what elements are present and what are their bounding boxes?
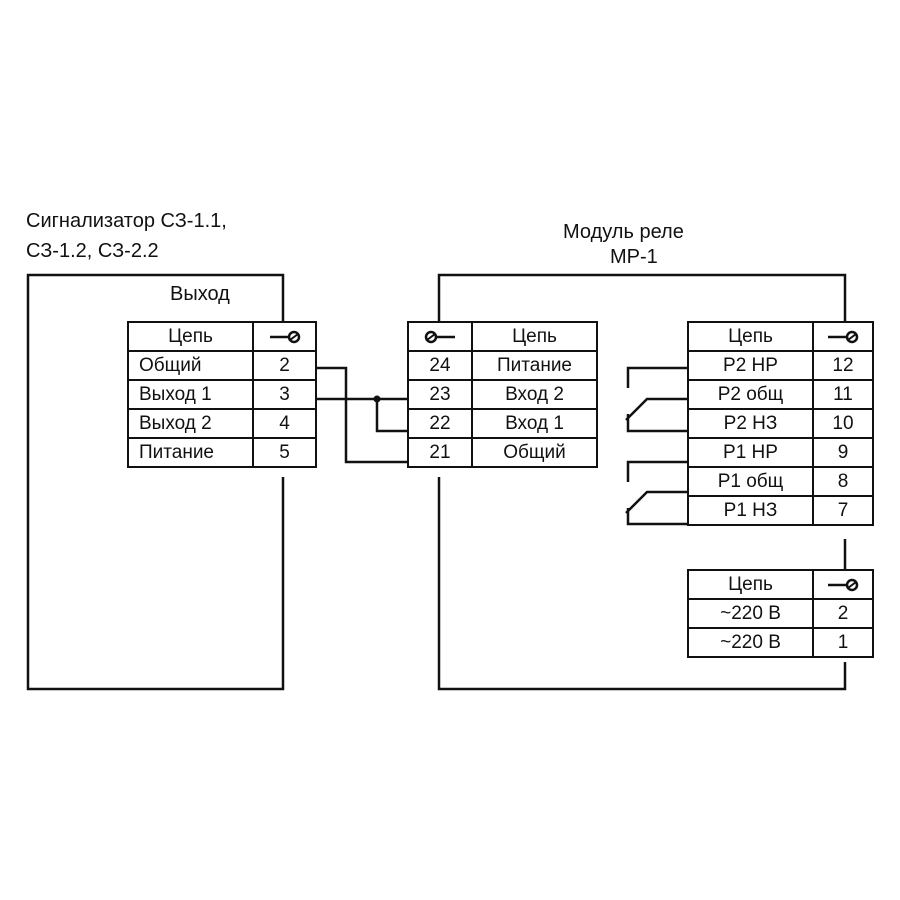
table-row: Р2 общ 11 [687,379,874,410]
signalizer-title-line1: Сигнализатор СЗ-1.1, [26,210,227,232]
relay-input-terminal-table: Цепь 24 Питание 23 Вход 2 22 Вход 1 21 О… [407,321,598,468]
relay1-nc-contact [626,508,688,526]
relay-module-title-line2: МР-1 [610,246,658,268]
table-row: ~220 В 2 [687,598,874,629]
signalizer-output-label: Выход [170,283,230,305]
terminal-number: 11 [812,379,874,410]
terminal-number: 4 [252,408,317,439]
table-row: Выход 1 3 [127,379,317,410]
table-row: 24 Питание [407,350,598,381]
relay1-no-contact [626,460,688,482]
header-circuit: Цепь [127,321,254,352]
circuit-name: Р2 НР [687,350,814,381]
terminal-number: 12 [812,350,874,381]
circuit-name: Питание [127,437,254,468]
circuit-name: Р1 общ [687,466,814,497]
table-row: Р2 НР 12 [687,350,874,381]
circuit-name: Вход 1 [471,408,598,439]
power-terminal-table: Цепь ~220 В 2 ~220 В 1 [687,569,874,658]
terminal-screw-icon [828,578,859,592]
terminal-number: 10 [812,408,874,439]
terminal-number: 9 [812,437,874,468]
terminal-screw-icon [424,330,455,344]
header-terminal [252,321,317,352]
relay2-no-contact [626,366,688,388]
circuit-name: Выход 2 [127,408,254,439]
terminal-number: 21 [407,437,473,468]
circuit-name: Выход 1 [127,379,254,410]
relay-contacts-terminal-table: Цепь Р2 НР 12 Р2 общ 11 Р2 НЗ 10 Р1 НР 9… [687,321,874,526]
terminal-number: 2 [812,598,874,629]
header-terminal [812,569,874,600]
terminal-number: 5 [252,437,317,468]
circuit-name: ~220 В [687,627,814,658]
circuit-name: Общий [127,350,254,381]
terminal-number: 1 [812,627,874,658]
table-row: Р1 НР 9 [687,437,874,468]
circuit-name: Питание [471,350,598,381]
circuit-name: Р1 НР [687,437,814,468]
circuit-name: Вход 2 [471,379,598,410]
terminal-number: 8 [812,466,874,497]
circuit-name: Р2 общ [687,379,814,410]
circuit-name: Общий [471,437,598,468]
table-row: 21 Общий [407,437,598,468]
header-circuit: Цепь [687,569,814,600]
relay-module-title-line1: Модуль реле [563,221,684,243]
terminal-number: 22 [407,408,473,439]
header-circuit: Цепь [687,321,814,352]
terminal-number: 3 [252,379,317,410]
terminal-number: 23 [407,379,473,410]
table-row: ~220 В 1 [687,627,874,658]
relay-module-enclosure [437,273,847,322]
terminal-screw-icon [269,330,300,344]
header-terminal [812,321,874,352]
table-row: Р1 общ 8 [687,466,874,497]
table-row: 22 Вход 1 [407,408,598,439]
terminal-number: 2 [252,350,317,381]
table-row: 23 Вход 2 [407,379,598,410]
circuit-name: Р1 НЗ [687,495,814,526]
header-circuit: Цепь [471,321,598,352]
signalizer-terminal-table: Цепь Общий 2 Выход 1 3 Выход 2 4 Питание… [127,321,317,468]
wire-junction-dot [373,395,381,403]
signalizer-enclosure [26,273,285,691]
table-row: Общий 2 [127,350,317,381]
header-terminal [407,321,473,352]
wire-branch-to-input1 [375,399,408,433]
table-row: Выход 2 4 [127,408,317,439]
relay2-common-contact [625,397,688,421]
signalizer-title-line2: СЗ-1.2, СЗ-2.2 [26,240,159,262]
relay1-common-contact [625,490,688,514]
circuit-name: ~220 В [687,598,814,629]
relay2-nc-contact [626,414,688,433]
table-row: Питание 5 [127,437,317,468]
terminal-screw-icon [828,330,859,344]
wire-common [316,366,408,464]
circuit-name: Р2 НЗ [687,408,814,439]
terminal-number: 7 [812,495,874,526]
table-row: Р2 НЗ 10 [687,408,874,439]
table-row: Р1 НЗ 7 [687,495,874,526]
relay-module-enclosure-bottom [437,477,847,691]
terminal-number: 24 [407,350,473,381]
